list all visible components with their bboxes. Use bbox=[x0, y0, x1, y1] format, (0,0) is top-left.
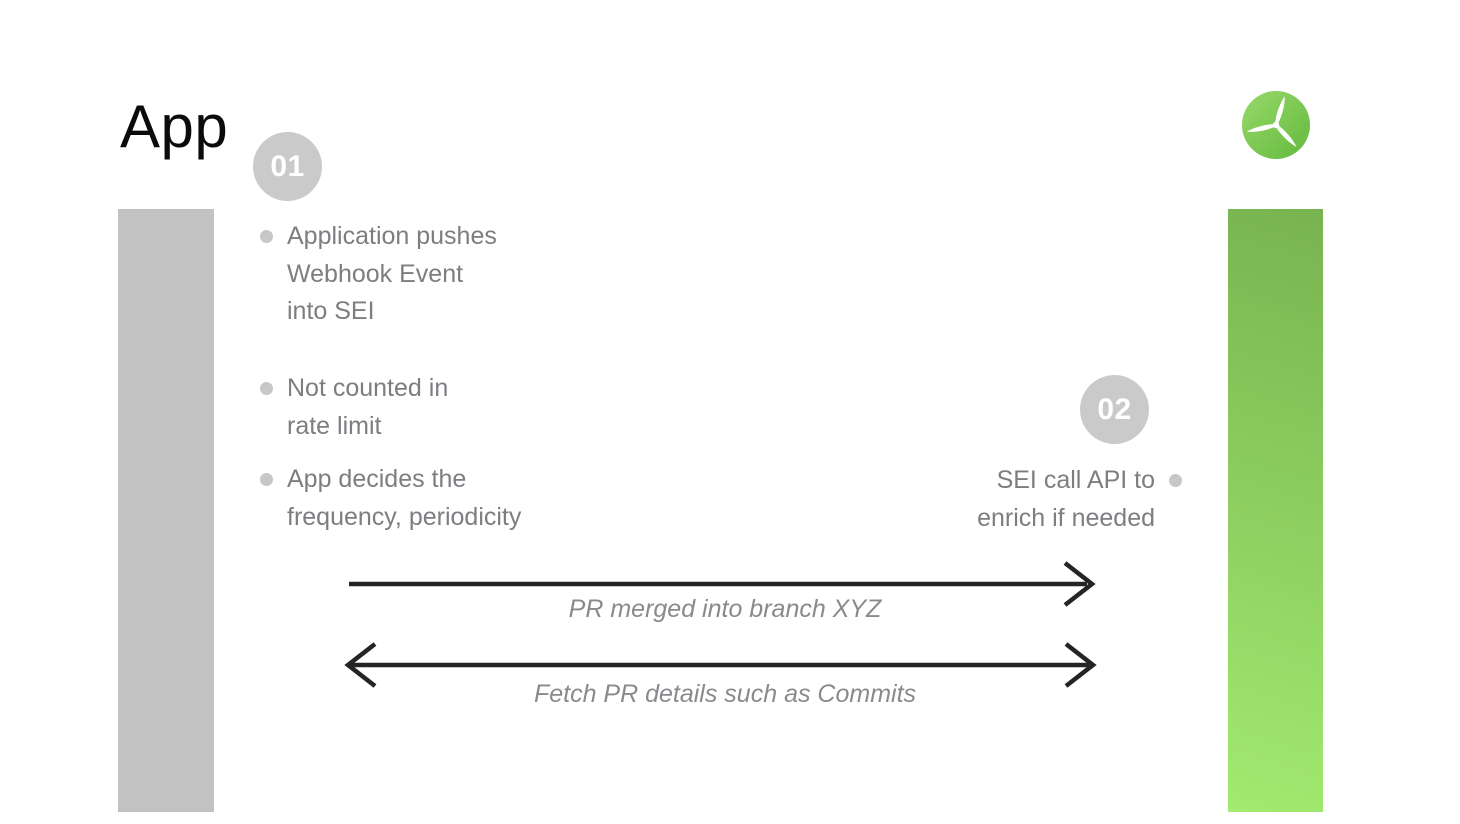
arrow-right-icon bbox=[349, 561, 1096, 607]
app-lifeline-bar bbox=[118, 209, 214, 812]
step-badge-02: 02 bbox=[1080, 375, 1149, 444]
app-lane-title: App bbox=[120, 93, 229, 160]
bullet-dot-icon bbox=[260, 230, 273, 243]
list-item-text: App decides the frequency, periodicity bbox=[287, 465, 522, 531]
arrow-label: Fetch PR details such as Commits bbox=[533, 680, 917, 708]
arrow-label: PR merged into branch XYZ bbox=[568, 595, 882, 623]
bullet-dot-icon bbox=[260, 473, 273, 486]
list-item-text: SEI call API to enrich if needed bbox=[977, 466, 1155, 532]
list-item: App decides the frequency, periodicity bbox=[260, 461, 521, 536]
step-badge-01: 01 bbox=[253, 132, 322, 201]
list-item: Not counted in rate limit bbox=[260, 370, 448, 445]
bullet-dot-icon bbox=[1169, 474, 1182, 487]
sei-lifeline-bar bbox=[1228, 209, 1323, 812]
bullet-dot-icon bbox=[260, 382, 273, 395]
list-item-text: Not counted in rate limit bbox=[287, 374, 449, 440]
list-item-text: Application pushes Webhook Event into SE… bbox=[287, 222, 497, 325]
list-item: SEI call API to enrich if needed bbox=[977, 462, 1182, 537]
arrow-double-icon bbox=[344, 642, 1097, 688]
turbine-logo-icon bbox=[1242, 91, 1310, 159]
list-item: Application pushes Webhook Event into SE… bbox=[260, 218, 497, 331]
